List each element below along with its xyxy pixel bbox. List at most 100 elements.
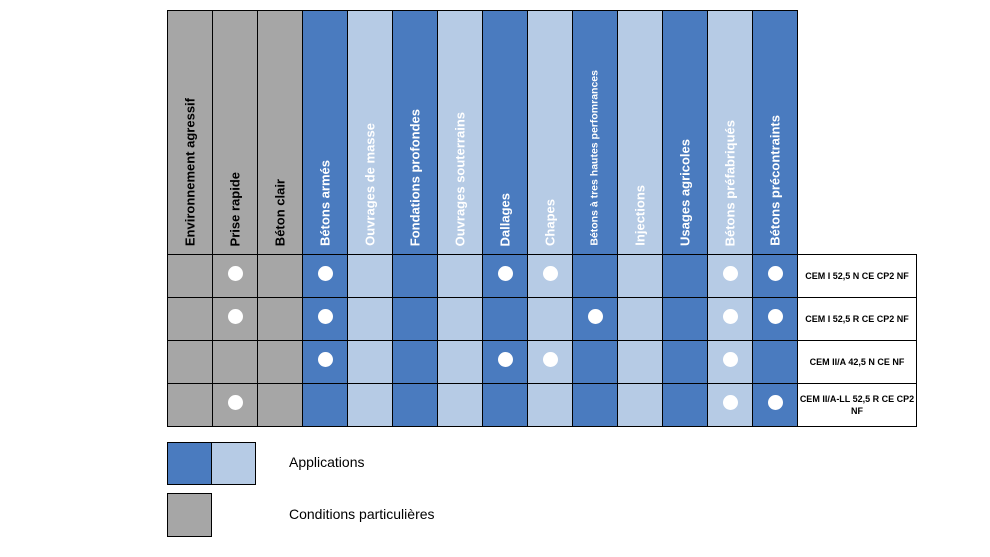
matrix-cell	[662, 254, 708, 298]
suitability-dot-icon	[227, 309, 243, 324]
legend-applications-label: Applications	[289, 454, 365, 470]
matrix-cell	[662, 297, 708, 341]
matrix-cell	[257, 254, 303, 298]
column-header: Bétons armés	[302, 10, 348, 255]
matrix-cell	[302, 340, 348, 384]
matrix-cell	[212, 383, 258, 427]
suitability-dot-icon	[317, 266, 333, 281]
matrix-cell	[167, 297, 213, 341]
cement-type-label: CEM I 52,5 N CE CP2 NF	[797, 254, 917, 298]
matrix-cell	[167, 383, 213, 427]
matrix-cell	[482, 254, 528, 298]
table-row: CEM I 52,5 N CE CP2 NF	[167, 254, 917, 298]
column-header-label: Ouvrages de masse	[362, 123, 378, 246]
matrix-cell	[572, 297, 618, 341]
table-row: CEM I 52,5 R CE CP2 NF	[167, 297, 917, 341]
matrix-cell	[617, 383, 663, 427]
matrix-cell	[707, 254, 753, 298]
column-header-label: Usages agricoles	[677, 139, 693, 246]
column-header-label: Fondations profondes	[407, 108, 423, 246]
matrix-cell	[482, 383, 528, 427]
suitability-dot-icon	[767, 395, 783, 410]
matrix-cell	[752, 254, 798, 298]
suitability-dot-icon	[587, 309, 603, 324]
matrix-cell	[707, 383, 753, 427]
matrix-cell	[572, 340, 618, 384]
matrix-cell	[662, 340, 708, 384]
suitability-dot-icon	[767, 266, 783, 281]
matrix-cell	[572, 383, 618, 427]
matrix-cell	[302, 254, 348, 298]
matrix-cell	[617, 254, 663, 298]
matrix-cell	[752, 297, 798, 341]
column-header: Bétons à tres hautes perfomrances	[572, 10, 618, 255]
matrix-cell	[392, 383, 438, 427]
column-header: Bétons précontraints	[752, 10, 798, 255]
column-header: Ouvrages souterrains	[437, 10, 483, 255]
column-header-label: Chapes	[542, 199, 558, 246]
legend-swatch-light-blue	[211, 442, 256, 485]
matrix-cell	[617, 340, 663, 384]
suitability-dot-icon	[722, 352, 738, 367]
matrix-cell	[212, 340, 258, 384]
matrix-cell	[302, 383, 348, 427]
suitability-dot-icon	[497, 352, 513, 367]
legend-conditions-label: Conditions particulières	[289, 506, 435, 522]
matrix-cell	[257, 383, 303, 427]
matrix-cell	[752, 340, 798, 384]
matrix-cell	[707, 297, 753, 341]
matrix-cell	[482, 340, 528, 384]
matrix-cell	[392, 297, 438, 341]
suitability-dot-icon	[722, 266, 738, 281]
matrix-cell	[572, 254, 618, 298]
matrix-cell	[212, 254, 258, 298]
table-row: CEM II/A-LL 52,5 R CE CP2 NF	[167, 383, 917, 427]
matrix-cell	[437, 297, 483, 341]
cement-type-label: CEM I 52,5 R CE CP2 NF	[797, 297, 917, 341]
column-header: Dallages	[482, 10, 528, 255]
matrix-cell	[752, 383, 798, 427]
legend-swatch-gray	[167, 493, 212, 537]
suitability-dot-icon	[497, 266, 513, 281]
cement-type-label: CEM II/A 42,5 N CE NF	[797, 340, 917, 384]
matrix-cell	[527, 254, 573, 298]
column-header-label: Ouvrages souterrains	[452, 111, 468, 246]
matrix-cell	[527, 383, 573, 427]
column-header: Ouvrages de masse	[347, 10, 393, 255]
column-header-label: Prise rapide	[227, 171, 243, 246]
table-row: CEM II/A 42,5 N CE NF	[167, 340, 917, 384]
matrix-cell	[527, 297, 573, 341]
suitability-dot-icon	[227, 395, 243, 410]
matrix-cell	[662, 383, 708, 427]
column-header: Béton clair	[257, 10, 303, 255]
matrix-cell	[617, 297, 663, 341]
matrix-cell	[392, 254, 438, 298]
column-header: Usages agricoles	[662, 10, 708, 255]
column-header-label: Dallages	[497, 192, 513, 246]
suitability-dot-icon	[227, 266, 243, 281]
matrix-cell	[437, 383, 483, 427]
column-header: Chapes	[527, 10, 573, 255]
matrix-cell	[347, 340, 393, 384]
cement-type-label: CEM II/A-LL 52,5 R CE CP2 NF	[797, 383, 917, 427]
suitability-dot-icon	[317, 309, 333, 324]
suitability-dot-icon	[722, 395, 738, 410]
legend-swatch-dark-blue	[167, 442, 212, 485]
matrix-cell	[707, 340, 753, 384]
matrix-cell	[257, 297, 303, 341]
column-header: Bétons préfabriqués	[707, 10, 753, 255]
column-header: Environnement agressif	[167, 10, 213, 255]
matrix-cell	[347, 297, 393, 341]
matrix-cell	[527, 340, 573, 384]
suitability-dot-icon	[542, 266, 558, 281]
suitability-dot-icon	[317, 352, 333, 367]
matrix-cell	[257, 340, 303, 384]
matrix-cell	[437, 340, 483, 384]
column-header-label: Bétons à tres hautes perfomrances	[588, 70, 601, 246]
matrix-cell	[347, 254, 393, 298]
row-label-header-spacer	[798, 11, 917, 255]
matrix-cell	[392, 340, 438, 384]
matrix-cell	[437, 254, 483, 298]
